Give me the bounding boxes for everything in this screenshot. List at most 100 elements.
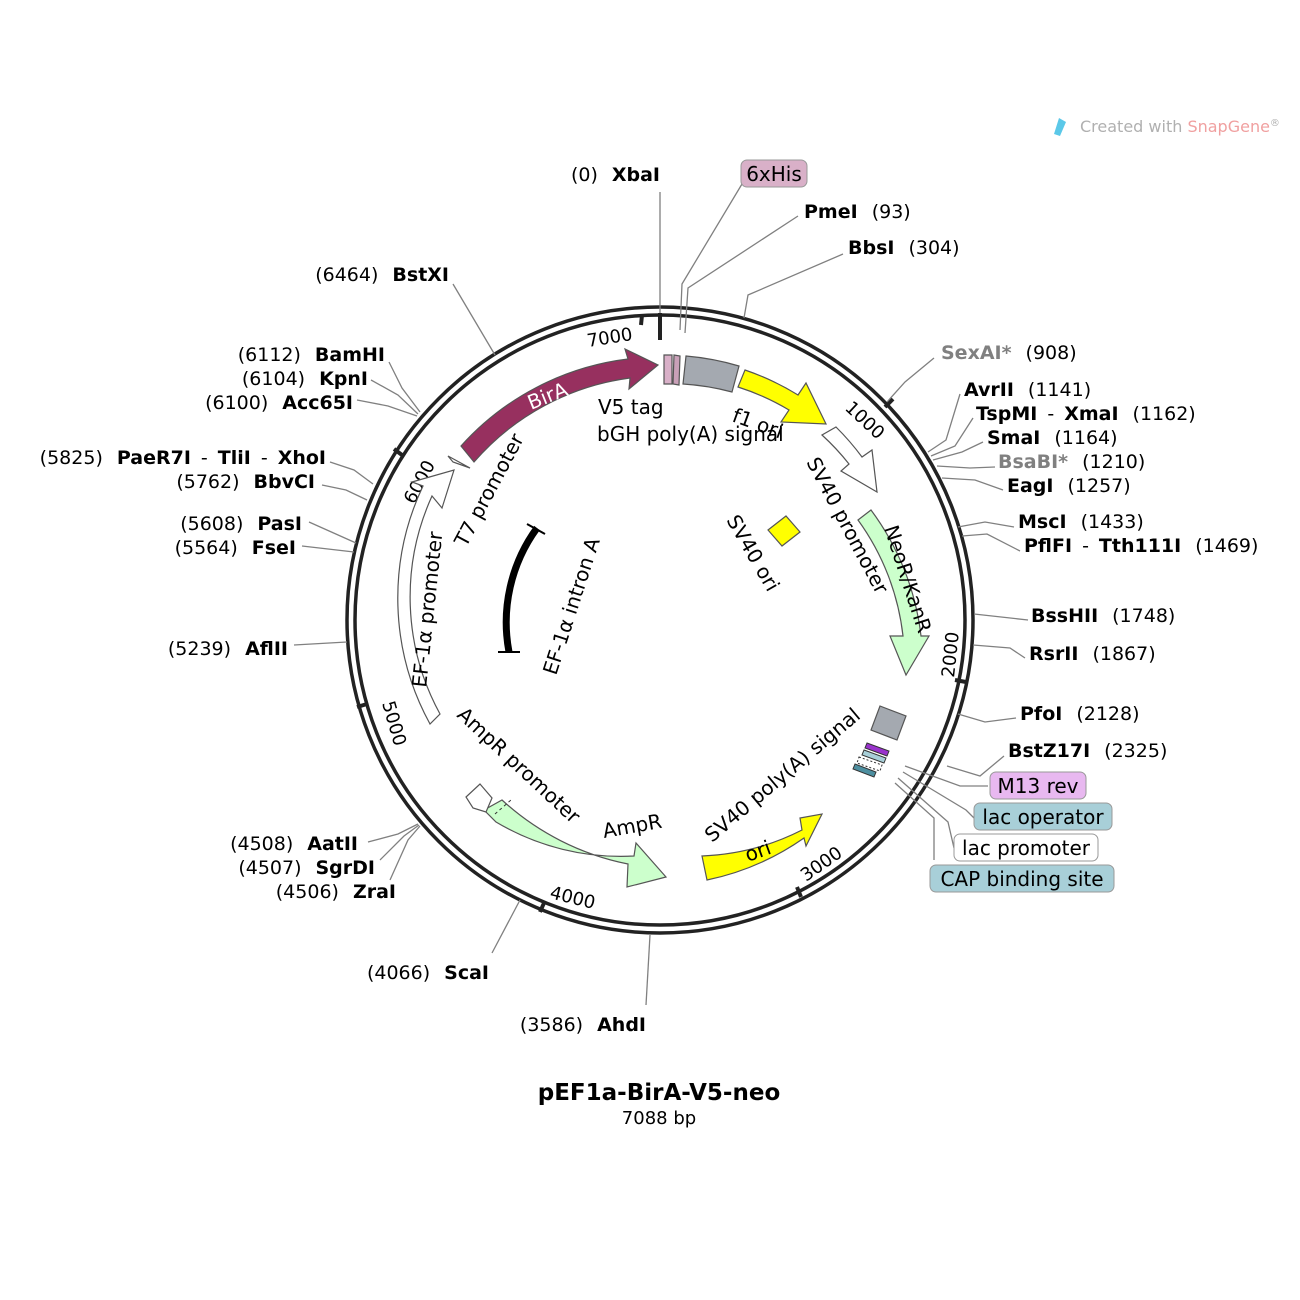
leader-acc65i (356, 399, 418, 417)
plasmid-length: 7088 bp (622, 1108, 696, 1129)
m13-box-label: M13 rev (998, 774, 1079, 798)
site-labels: (0) XbaI PmeI (93) BbsI (304) SexAI* (90… (40, 164, 1259, 1036)
site-ahdi-name: AhdI (597, 1014, 646, 1036)
site-eagi-pos: (1257) (1067, 475, 1130, 497)
site-msci-name: MscI (1018, 511, 1067, 533)
feature-ori-arrow (701, 813, 824, 881)
site-msci-pos: (1433) (1081, 511, 1144, 533)
site-scai: (4066) ScaI (367, 962, 489, 984)
leader-eagi (941, 477, 1004, 491)
site-bbvci-name: BbvCI (254, 471, 315, 493)
feature-bira-arrow (460, 347, 660, 463)
site-tth111i-name: Tth111I (1099, 535, 1181, 557)
feature-bira-label: BirA (524, 377, 571, 415)
feature-sv40ori-label: SV40 ori (722, 511, 785, 596)
feature-sv40-ori-box (767, 515, 801, 547)
leader-tspmi (930, 417, 974, 457)
site-pmei-pos: (93) (872, 201, 911, 223)
site-pfoi-name: PfoI (1020, 703, 1062, 725)
site-sgrdi-name: SgrDI (316, 857, 376, 879)
site-fsei-name: FseI (252, 537, 296, 559)
site-sexai-pos: (908) (1026, 342, 1077, 364)
his-box (740, 159, 808, 188)
lacop-box-label: lac operator (982, 805, 1104, 829)
site-kpni-name: KpnI (319, 368, 368, 390)
tick-2000-label: 2000 (938, 631, 964, 679)
site-bstz17i: BstZ17I (2325) (1008, 740, 1167, 762)
site-bsshii: BssHII (1748) (1031, 605, 1175, 627)
cap-box (929, 864, 1115, 893)
site-rsrii: RsrII (1867) (1029, 643, 1156, 665)
leader-pasi (308, 521, 357, 544)
leader-rsrii (972, 644, 1026, 659)
site-zrai: (4506) ZraI (276, 881, 396, 903)
site-aatii-pos: (4508) (230, 833, 293, 855)
feature-intron-label: EF-1α intron A (538, 534, 605, 677)
feature-v5-tag (672, 354, 681, 386)
site-pflfi: PflFI - Tth111I (1469) (1024, 535, 1258, 557)
site-pfoi: PfoI (2128) (1020, 703, 1140, 725)
leader-xhoi (329, 461, 374, 485)
leader-zrai (389, 825, 421, 881)
feature-ef1a-promoter-arrow (397, 469, 455, 725)
leader-aatii (367, 823, 419, 843)
site-paer7i-sep1: - (201, 447, 208, 469)
feature-ampr-promoter-arrow (465, 783, 493, 813)
tick-1000-label: 1000 (841, 397, 889, 444)
site-bsabi: BsaBI* (1210) (998, 451, 1145, 473)
site-eagi: EagI (1257) (1007, 475, 1131, 497)
feature-sv40pa-label: SV40 poly(A) signal (700, 703, 865, 847)
leader-pfoi (957, 713, 1017, 723)
site-ahdi-pos: (3586) (520, 1014, 583, 1036)
leader-bbvci (321, 484, 368, 501)
site-pflfi-name: PflFI (1024, 535, 1072, 557)
tick-4000-label: 4000 (548, 882, 598, 913)
leader-avrii (927, 393, 961, 453)
feature-intron-cap-top (526, 523, 546, 535)
site-bbsi-pos: (304) (908, 237, 959, 259)
site-smai-pos: (1164) (1054, 427, 1117, 449)
site-tspmi-pos: (1162) (1133, 403, 1196, 425)
feature-lac-promoter-box (856, 756, 883, 772)
site-msci: MscI (1433) (1018, 511, 1144, 533)
leader-bsshii (973, 613, 1029, 621)
plasmid-name: pEF1a-BirA-V5-neo (538, 1080, 781, 1106)
site-ahdi: (3586) AhdI (520, 1014, 646, 1036)
site-kpni: (6104) KpnI (242, 368, 368, 390)
leader-kpni (370, 379, 419, 415)
feature-f1-ori-arrow (737, 369, 827, 425)
leader-scai (491, 899, 521, 954)
site-pasi-pos: (5608) (180, 513, 243, 535)
leader-lacop (902, 771, 975, 819)
feature-neor-arrow (857, 509, 931, 677)
site-xhoi-name: XhoI (278, 447, 326, 469)
feature-t7-promoter-arrow (447, 455, 471, 469)
lacprom-box-label: lac promoter (962, 836, 1091, 860)
site-tspmi: TspMI - XmaI (1162) (976, 403, 1196, 425)
site-bbvci-pos: (5762) (176, 471, 239, 493)
cap-box-label: CAP binding site (940, 867, 1103, 891)
feature-m13-rev-box (864, 742, 890, 757)
site-smai-name: SmaI (987, 427, 1040, 449)
leader-bstz17i (946, 755, 1005, 777)
site-avrii-pos: (1141) (1028, 379, 1091, 401)
site-eagi-name: EagI (1007, 475, 1053, 497)
site-xmai-name: XmaI (1064, 403, 1118, 425)
watermark-prefix: Created with (1080, 117, 1187, 136)
site-acc65i-pos: (6100) (205, 392, 268, 414)
feature-cap-site-box (852, 763, 877, 778)
leader-pflfi (961, 533, 1021, 552)
site-bamhi-name: BamHI (315, 344, 385, 366)
site-aatii-name: AatII (307, 833, 358, 855)
site-bamhi-pos: (6112) (238, 344, 301, 366)
site-zrai-pos: (4506) (276, 881, 339, 903)
features: BirA ori (397, 347, 931, 888)
site-tlii-name: TliI (218, 447, 251, 469)
site-kpni-pos: (6104) (242, 368, 305, 390)
leader-cap (894, 782, 935, 860)
tick-2000-mark (954, 678, 967, 684)
watermark-reg: ® (1270, 118, 1280, 129)
watermark-brand: SnapGene (1187, 117, 1269, 136)
snapgene-watermark: Created with SnapGene® (1054, 117, 1280, 136)
site-pasi: (5608) PasI (180, 513, 302, 535)
